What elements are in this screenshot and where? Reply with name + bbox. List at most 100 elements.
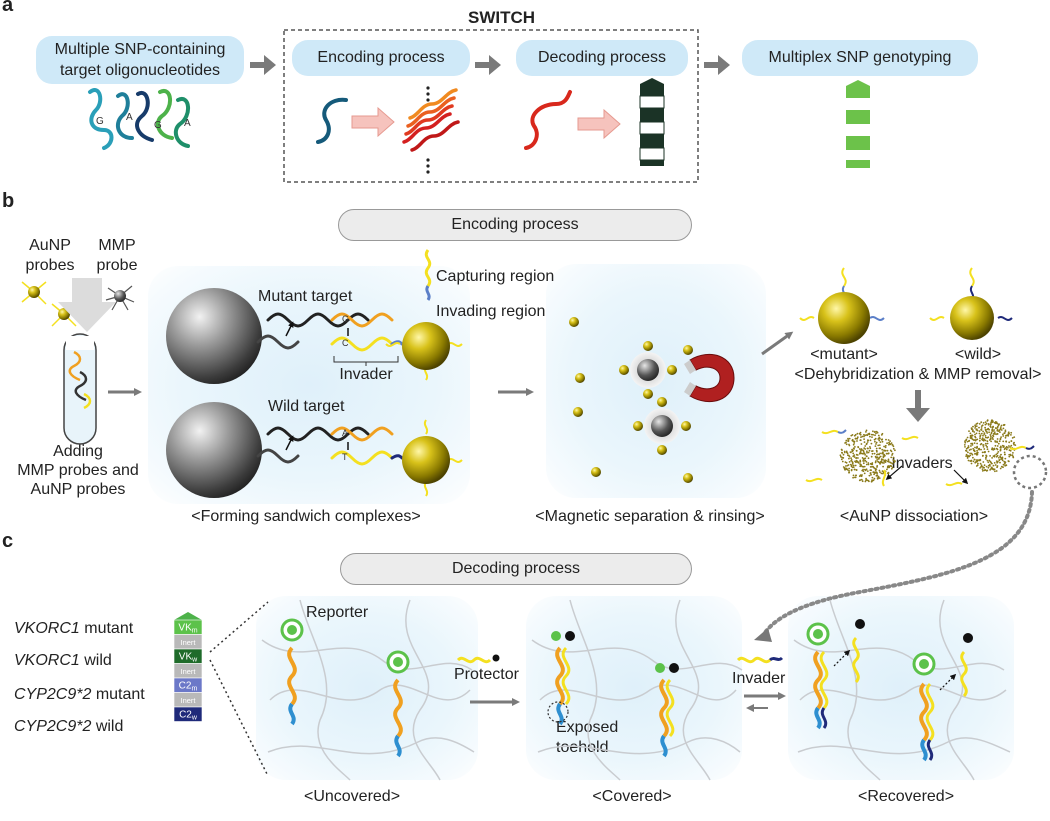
invader-highlight-circle (1012, 454, 1048, 490)
curved-dotted-arrow (762, 490, 1034, 636)
wild-target-label: Wild target (268, 398, 345, 415)
hydrogel-fibers (261, 599, 1011, 781)
step3-pill: Decoding process (516, 40, 688, 76)
adding-line1: Adding (53, 443, 103, 460)
encoding-input-oligo (316, 97, 348, 144)
invader-icon-c (736, 656, 772, 664)
mutant-target-label: Mutant target (258, 288, 353, 305)
protector-icon (456, 656, 492, 664)
oligo-1 (88, 88, 114, 150)
encoding-pink-arrow (351, 106, 395, 138)
wild-caption: <wild> (954, 346, 1002, 363)
panel-a-arrows (250, 55, 730, 75)
encoding-header: Encoding process (338, 209, 692, 241)
decoding-barcode (639, 78, 665, 166)
reporter-uncovered-1 (280, 618, 304, 726)
zoom-line-bottom (209, 659, 269, 777)
released-invaders (805, 429, 1035, 487)
dissociated-aunp-cloud-2 (963, 419, 1017, 473)
legend-item-2: VKORC1 wild (14, 652, 112, 670)
bead-aunp-complex-2 (633, 397, 691, 455)
aunp-probes-label: AuNP probes (26, 236, 75, 276)
panel-letter-a: a (2, 0, 14, 16)
genotyping-barcode (846, 80, 870, 168)
reporter-recovered-2 (912, 633, 973, 762)
stack-layer (173, 706, 203, 722)
invader-label-c: Invader (732, 670, 786, 687)
invader-bracket (333, 356, 399, 363)
oligo-base-labels: G A G A (96, 112, 191, 131)
free-aunps (569, 317, 693, 483)
sandwich-bottom-strands (256, 426, 404, 466)
test-tube-icon (63, 333, 97, 445)
oligo-2 (115, 92, 134, 140)
aunp-line1: AuNP (29, 237, 71, 254)
step1-pill: Multiple SNP-containing target oligonucl… (36, 36, 244, 84)
legend-gene-1: VKORC1 (14, 620, 80, 637)
switch-label: SWITCH (468, 8, 536, 27)
dissociated-aunp-cloud-1 (839, 429, 896, 483)
decoding-pink-arrow (577, 108, 621, 140)
exposed-line1: Exposed (556, 719, 619, 736)
base-3: G (154, 120, 162, 131)
mmp-bead-top (166, 288, 262, 384)
caption-covered: <Covered> (592, 788, 672, 805)
bead-aunp-complex-1 (619, 341, 677, 399)
encoding-dots (426, 86, 430, 174)
encoding-header-label: Encoding process (451, 216, 579, 233)
legend-rest-2: wild (79, 652, 112, 669)
caption-magnetic: <Magnetic separation & rinsing> (535, 508, 765, 525)
decoding-header-label: Decoding process (451, 560, 581, 577)
invader-label-b: Invader (339, 366, 393, 383)
step2-label: Encoding process (317, 49, 445, 66)
step2-pill: Encoding process (292, 40, 470, 76)
adding-label: Adding MMP probes and AuNP probes (17, 442, 139, 499)
target-oligos (88, 88, 190, 150)
encoded-oligos (402, 88, 460, 152)
mmp-line1: MMP (98, 237, 136, 254)
legend-gene-4: CYP2C9*2 (14, 718, 92, 735)
legend-rest-1: mutant (79, 620, 134, 637)
magnet-icon (684, 353, 735, 403)
reporter-covered-2 (655, 663, 679, 758)
switch-box (283, 29, 699, 183)
adding-line3: AuNP probes (30, 481, 126, 498)
oligo-3 (135, 90, 154, 142)
adding-line2: MMP probes and (17, 462, 139, 479)
wild-base-a: A (342, 428, 348, 438)
oligo-5 (173, 97, 190, 148)
dehyb-caption: <Dehybridization & MMP removal> (794, 366, 1042, 383)
decoding-header: Decoding process (340, 553, 692, 585)
to-dehyb-arrow (761, 331, 794, 356)
caption-sandwich: <Forming sandwich complexes> (191, 508, 421, 525)
oligo-4 (155, 89, 174, 140)
caption-recovered: <Recovered> (857, 788, 955, 805)
legend-item-4: CYP2C9*2 wild (14, 718, 123, 736)
reporter-recovered-1 (806, 619, 865, 730)
wild-base-t: T (342, 452, 348, 462)
aunp-line2: probes (25, 257, 75, 274)
sandwich-top-strands (256, 312, 404, 352)
step1-line2: target oligonucleotides (59, 62, 221, 79)
stack-layer-label: Inert (180, 696, 196, 705)
step1-line1: Multiple SNP-containing (54, 41, 226, 58)
caption-dissociation: <AuNP dissociation> (839, 508, 989, 525)
mutant-base-c: C (342, 338, 349, 348)
aunp-probe-bottom (402, 419, 463, 497)
aunp-probe-icons (21, 281, 77, 327)
panel-letter-b: b (2, 190, 15, 212)
aunp-icon-1 (28, 286, 40, 298)
flow-arrow-1 (250, 55, 276, 75)
mutant-caption: <mutant> (810, 346, 878, 363)
legend-rest-4: wild (91, 718, 124, 735)
flow-arrow-3 (704, 55, 730, 75)
curved-dotted-arrowhead (754, 628, 772, 642)
mmp-probe-label: MMP probe (97, 236, 138, 276)
step3-label: Decoding process (537, 49, 667, 66)
decoding-input-oligo (524, 90, 572, 150)
step4-label: Multiplex SNP genotyping (768, 49, 952, 66)
legend-gene-3: CYP2C9*2 (14, 686, 92, 703)
